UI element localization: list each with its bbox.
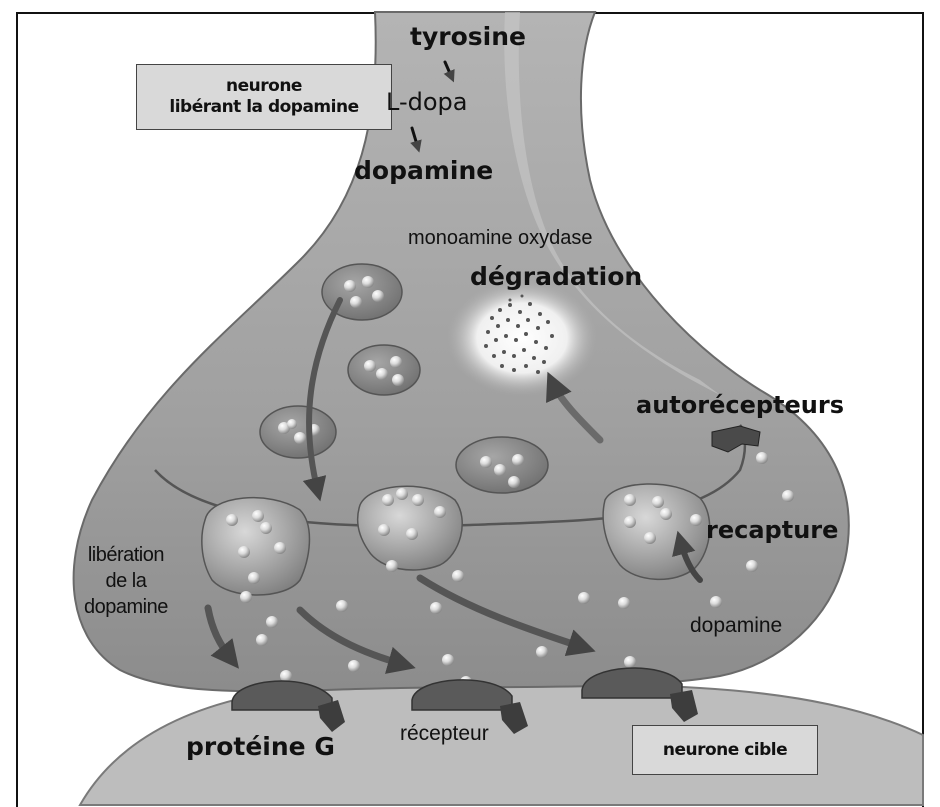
- source-neuron-label-line2: libérant la dopamine: [169, 97, 358, 118]
- l-dopa-label: L-dopa: [386, 88, 467, 116]
- vesicle: [260, 406, 336, 458]
- degradation-label: dégradation: [470, 262, 642, 291]
- receptor-label: récepteur: [400, 722, 489, 746]
- fusing-vesicle: [202, 498, 310, 595]
- release-label-line2: de la: [84, 568, 168, 594]
- vesicle: [456, 437, 548, 493]
- cleft-dopamine-label: dopamine: [690, 614, 782, 638]
- release-label-line1: libération: [84, 542, 168, 568]
- target-neuron-label: neurone cible: [663, 740, 787, 761]
- source-neuron-box: neurone libérant la dopamine: [136, 64, 392, 130]
- release-label-line3: dopamine: [84, 594, 168, 620]
- tyrosine-label: tyrosine: [410, 22, 526, 51]
- autoreceptors-label: autorécepteurs: [636, 391, 844, 419]
- reuptake-label: recapture: [706, 516, 838, 544]
- release-label: libération de la dopamine: [84, 542, 168, 620]
- fusing-vesicle: [358, 486, 463, 570]
- target-neuron-box: neurone cible: [632, 725, 818, 775]
- dopamine-synthesis-label: dopamine: [354, 156, 493, 185]
- source-neuron-label-line1: neurone: [226, 76, 302, 97]
- fusing-vesicle: [603, 484, 710, 579]
- vesicle: [348, 345, 420, 395]
- mao-label: monoamine oxydase: [408, 227, 593, 250]
- g-protein-label: protéine G: [186, 732, 335, 761]
